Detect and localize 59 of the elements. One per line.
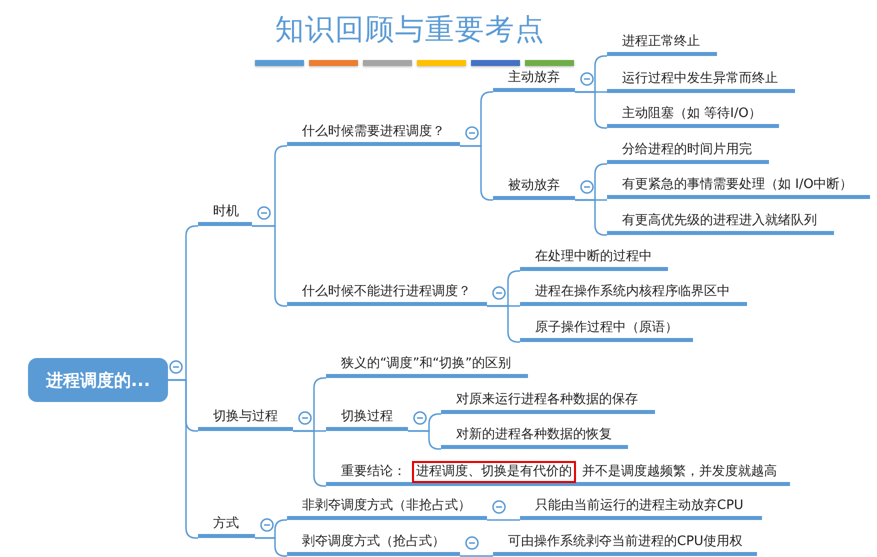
topic-text: 在处理中断的过程中 — [535, 248, 652, 266]
topic-branch — [441, 425, 628, 449]
topic-text: 主动放弃 — [508, 69, 560, 87]
connector-line — [487, 519, 520, 521]
topic-branch — [607, 140, 769, 164]
topic-text: 对原来运行进程各种数据的保存 — [456, 391, 638, 409]
topic-branch — [607, 211, 834, 235]
root-text: 进程调度的... — [46, 370, 150, 392]
topic-branch — [493, 68, 575, 92]
topic-branch — [198, 514, 255, 538]
topic-text: 有更高优先级的进程进入就绪队列 — [622, 212, 817, 230]
topic-text: 分给进程的时间片用完 — [622, 141, 752, 159]
topic-text: 时机 — [213, 203, 239, 221]
topic-branch — [493, 176, 575, 200]
topic-branch — [607, 69, 795, 93]
topic-branch — [520, 247, 668, 271]
topic-branch — [287, 496, 487, 520]
topic-branch — [520, 318, 693, 342]
topic-branch — [198, 407, 293, 431]
topic-text: 进程正常终止 — [622, 33, 700, 51]
connector-line — [460, 555, 493, 557]
topic-text: 切换过程 — [341, 408, 393, 426]
root-topic — [28, 358, 168, 402]
topic-branch — [520, 282, 747, 306]
connector-line — [255, 537, 287, 557]
connector-line — [408, 430, 441, 450]
topic-text: 可由操作系统剥夺当前进程的CPU使用权 — [508, 533, 742, 551]
topic-text: 被动放弃 — [508, 177, 560, 195]
topic-branch — [493, 532, 757, 556]
topic-text: 主动阻塞（如 等待I/O） — [622, 105, 762, 123]
topic-text: 剥夺调度方式（抢占式） — [302, 533, 445, 551]
topic-branch — [607, 104, 779, 128]
topic-text: 狭义的“调度”和“切换”的区别 — [341, 355, 511, 373]
topic-branch — [520, 496, 762, 520]
topic-branch — [287, 532, 460, 556]
topic-text: 对新的进程各种数据的恢复 — [456, 426, 612, 444]
topic-text: 非剥夺调度方式（非抢占式） — [302, 497, 471, 515]
topic-text: 切换与过程 — [213, 408, 278, 426]
topic-branch — [198, 202, 252, 226]
topic-text: 并不是调度越频繁，并发度就越高 — [582, 463, 777, 481]
topic-text: 方式 — [213, 515, 239, 533]
topic-branch — [607, 32, 717, 56]
topic-text: 什么时候需要进程调度？ — [302, 123, 445, 141]
topic-branch — [441, 390, 655, 414]
topic-text: 重要结论： — [341, 463, 406, 481]
topic-branch — [326, 354, 528, 378]
topic-text: 运行过程中发生异常而终止 — [622, 70, 778, 88]
topic-branch — [287, 282, 487, 306]
highlighted-text: 进程调度、切换是有代价的 — [412, 461, 576, 483]
topic-text: 有更紧急的事情需要处理（如 I/O中断） — [622, 176, 853, 194]
topic-text: 原子操作过程中（原语） — [535, 319, 678, 337]
topic-branch — [326, 462, 790, 486]
topic-branch — [287, 122, 460, 146]
topic-text: 进程在操作系统内核程序临界区中 — [535, 283, 730, 301]
title: 知识回顾与重要考点 — [274, 11, 546, 48]
topic-branch — [326, 407, 408, 431]
topic-text: 只能由当前运行的进程主动放弃CPU — [535, 497, 744, 515]
topic-branch — [607, 175, 870, 199]
topic-text: 什么时候不能进行进程调度？ — [302, 283, 471, 301]
